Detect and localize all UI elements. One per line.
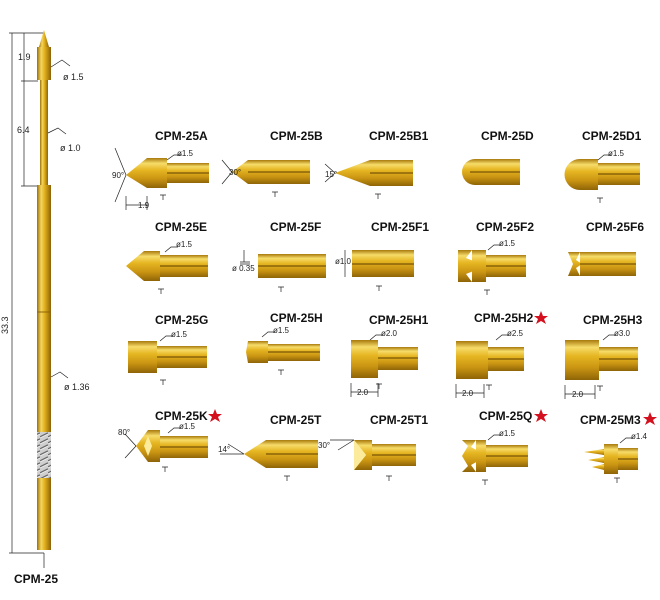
main-probe-tip-collar xyxy=(37,47,51,80)
tip-cpm-25f: CPM-25F ø 0.35 xyxy=(232,220,326,292)
tip-cpm-25d: CPM-25D xyxy=(462,129,534,185)
main-shaft-diameter: ø 1.0 xyxy=(60,143,81,153)
tip-diameter: ø1.5 xyxy=(176,240,193,249)
tip-cpm-25k: CPM-25K 80° ø1.5 xyxy=(118,409,222,472)
tip-angle: 80° xyxy=(118,428,130,437)
main-tip-length: 1.9 xyxy=(18,52,31,62)
main-probe-barrel xyxy=(37,185,51,550)
tip-cpm-25b: CPM-25B 30° xyxy=(221,129,323,197)
main-total-length: 33.3 xyxy=(0,316,10,334)
tip-label: CPM-25M3 xyxy=(580,413,641,427)
tip-cpm-25f6: CPM-25F6 xyxy=(568,220,644,276)
tip-cpm-25m3: CPM-25M3 ø1.4 xyxy=(580,412,657,483)
tip-label: CPM-25H xyxy=(270,311,323,325)
star-icon xyxy=(208,409,222,422)
tip-angle: 90° xyxy=(112,171,124,180)
tip-diameter: ø 0.35 xyxy=(232,264,255,273)
tip-diameter: ø1.5 xyxy=(499,429,516,438)
main-seg-length: 6.4 xyxy=(17,125,30,135)
star-icon xyxy=(534,409,548,422)
tip-cpm-25t: CPM-25T 14° xyxy=(218,413,322,481)
tip-diameter: ø2.0 xyxy=(381,329,398,338)
tip-label: CPM-25F xyxy=(270,220,321,234)
tip-diameter: ø1.5 xyxy=(608,149,625,158)
tip-label: CPM-25F2 xyxy=(476,220,534,234)
tip-label: CPM-25F1 xyxy=(371,220,429,234)
tip-length: 2.0 xyxy=(572,390,584,399)
tip-cpm-25h2: CPM-25H2 ø2.5 2.0 xyxy=(455,311,548,398)
tip-diameter: ø1.4 xyxy=(631,432,648,441)
tip-label: CPM-25H2 xyxy=(474,311,534,325)
tip-diameter: ø1.5 xyxy=(171,330,188,339)
tip-label: CPM-25D1 xyxy=(582,129,642,143)
tip-angle: 15° xyxy=(325,170,337,179)
tip-label: CPM-25T1 xyxy=(370,413,428,427)
tip-cpm-25h1: CPM-25H1 ø2.0 2.0 xyxy=(350,313,429,397)
tip-cpm-25h: CPM-25H ø1.5 xyxy=(246,311,323,375)
tip-label: CPM-25D xyxy=(481,129,534,143)
tip-cpm-25g: CPM-25G ø1.5 xyxy=(128,313,208,385)
tip-diameter: ø1.5 xyxy=(499,239,516,248)
main-probe-spring xyxy=(37,432,51,478)
tip-cpm-25q: CPM-25Q ø1.5 xyxy=(462,409,548,485)
tip-diameter: ø1.0 xyxy=(335,257,352,266)
tip-cpm-25a: CPM-25A 90° ø1.5 1.9 xyxy=(112,129,209,210)
tip-length: 1.9 xyxy=(138,201,150,210)
tip-label: CPM-25G xyxy=(155,313,208,327)
main-probe: 33.3 1.9 6.4 ø 1.5 ø 1.0 ø 1.36 CPM-25 xyxy=(0,30,90,586)
tip-cpm-25e: CPM-25E ø1.5 xyxy=(126,220,208,294)
tip-label: CPM-25B1 xyxy=(369,129,429,143)
tip-label: CPM-25T xyxy=(270,413,322,427)
tip-cpm-25f1: CPM-25F1 ø1.0 xyxy=(335,220,429,291)
tip-length: 2.0 xyxy=(462,389,474,398)
tip-diameter: ø2.5 xyxy=(507,329,524,338)
tip-label: CPM-25E xyxy=(155,220,207,234)
main-probe-tip xyxy=(39,30,49,47)
tip-cpm-25b1: CPM-25B1 15° xyxy=(324,129,429,199)
tip-length: 2.0 xyxy=(357,388,369,397)
tip-angle: 30° xyxy=(318,441,330,450)
tip-label: CPM-25K xyxy=(155,409,208,423)
tip-diameter: ø1.5 xyxy=(273,326,290,335)
tip-cpm-25h3: CPM-25H3 ø3.0 2.0 xyxy=(564,313,643,399)
tip-cpm-25d1: CPM-25D1 ø1.5 xyxy=(564,129,642,203)
main-dimension-lines xyxy=(9,32,44,554)
tip-angle: 14° xyxy=(218,445,230,454)
tip-label: CPM-25F6 xyxy=(586,220,644,234)
tip-cpm-25t1: CPM-25T1 30° xyxy=(318,413,428,481)
main-barrel-diameter: ø 1.36 xyxy=(64,382,90,392)
tip-cpm-25f2: CPM-25F2 ø1.5 xyxy=(458,220,534,295)
tip-label: CPM-25H3 xyxy=(583,313,643,327)
star-icon xyxy=(534,311,548,324)
tip-diameter: ø3.0 xyxy=(614,329,631,338)
tip-angle: 30° xyxy=(229,168,241,177)
tip-label: CPM-25B xyxy=(270,129,323,143)
tip-label: CPM-25H1 xyxy=(369,313,429,327)
main-probe-plunger xyxy=(40,80,48,185)
main-tip-diameter: ø 1.5 xyxy=(63,72,84,82)
tip-diameter: ø1.5 xyxy=(177,149,194,158)
star-icon xyxy=(643,412,657,425)
tip-diameter: ø1.5 xyxy=(179,422,196,431)
tip-label: CPM-25Q xyxy=(479,409,532,423)
tip-label: CPM-25A xyxy=(155,129,208,143)
main-probe-name: CPM-25 xyxy=(14,572,58,586)
